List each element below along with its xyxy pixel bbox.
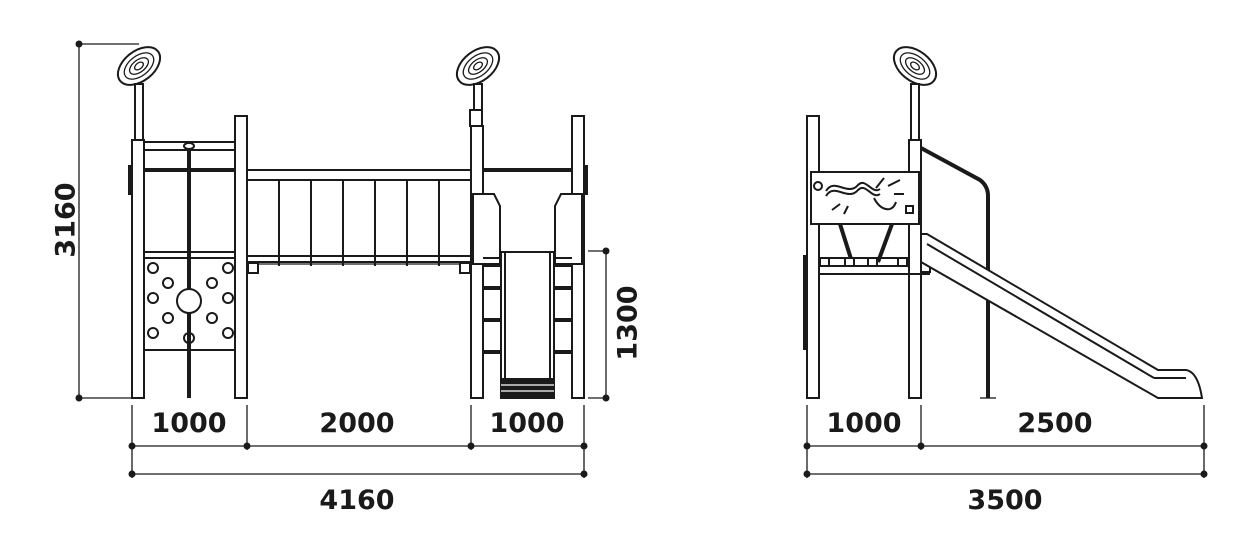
side-view: 1000 2500 3500 — [803, 46, 1208, 516]
dim-front-widths — [128, 405, 588, 478]
spiral-topper-left — [116, 46, 162, 143]
dim-label-front-bridge: 2000 — [319, 408, 394, 439]
dim-label-platform-height: 1300 — [613, 285, 644, 360]
dim-label-front-total: 4160 — [319, 485, 394, 516]
slide-handrail — [920, 146, 990, 398]
slide-side — [920, 233, 1204, 399]
dim-label-side-slide: 2500 — [1017, 408, 1092, 439]
dim-label-side-tower: 1000 — [826, 408, 901, 439]
spiral-topper-side — [892, 46, 938, 145]
dim-label-total-height: 3160 — [51, 182, 82, 257]
side-post-left — [806, 115, 820, 399]
dim-platform-height — [588, 247, 610, 402]
rope-bridge — [247, 169, 471, 274]
front-view: 3160 1300 1000 2000 1000 4160 — [51, 40, 644, 516]
right-tower — [470, 115, 588, 399]
spiral-topper-right — [455, 46, 501, 127]
activity-panel — [810, 171, 920, 225]
left-tower — [128, 115, 248, 399]
dim-label-front-tower-2: 1000 — [489, 408, 564, 439]
dim-label-front-tower-1: 1000 — [151, 408, 226, 439]
dim-side-widths — [803, 405, 1208, 478]
dim-total-height — [75, 40, 139, 402]
dim-label-side-total: 3500 — [967, 485, 1042, 516]
